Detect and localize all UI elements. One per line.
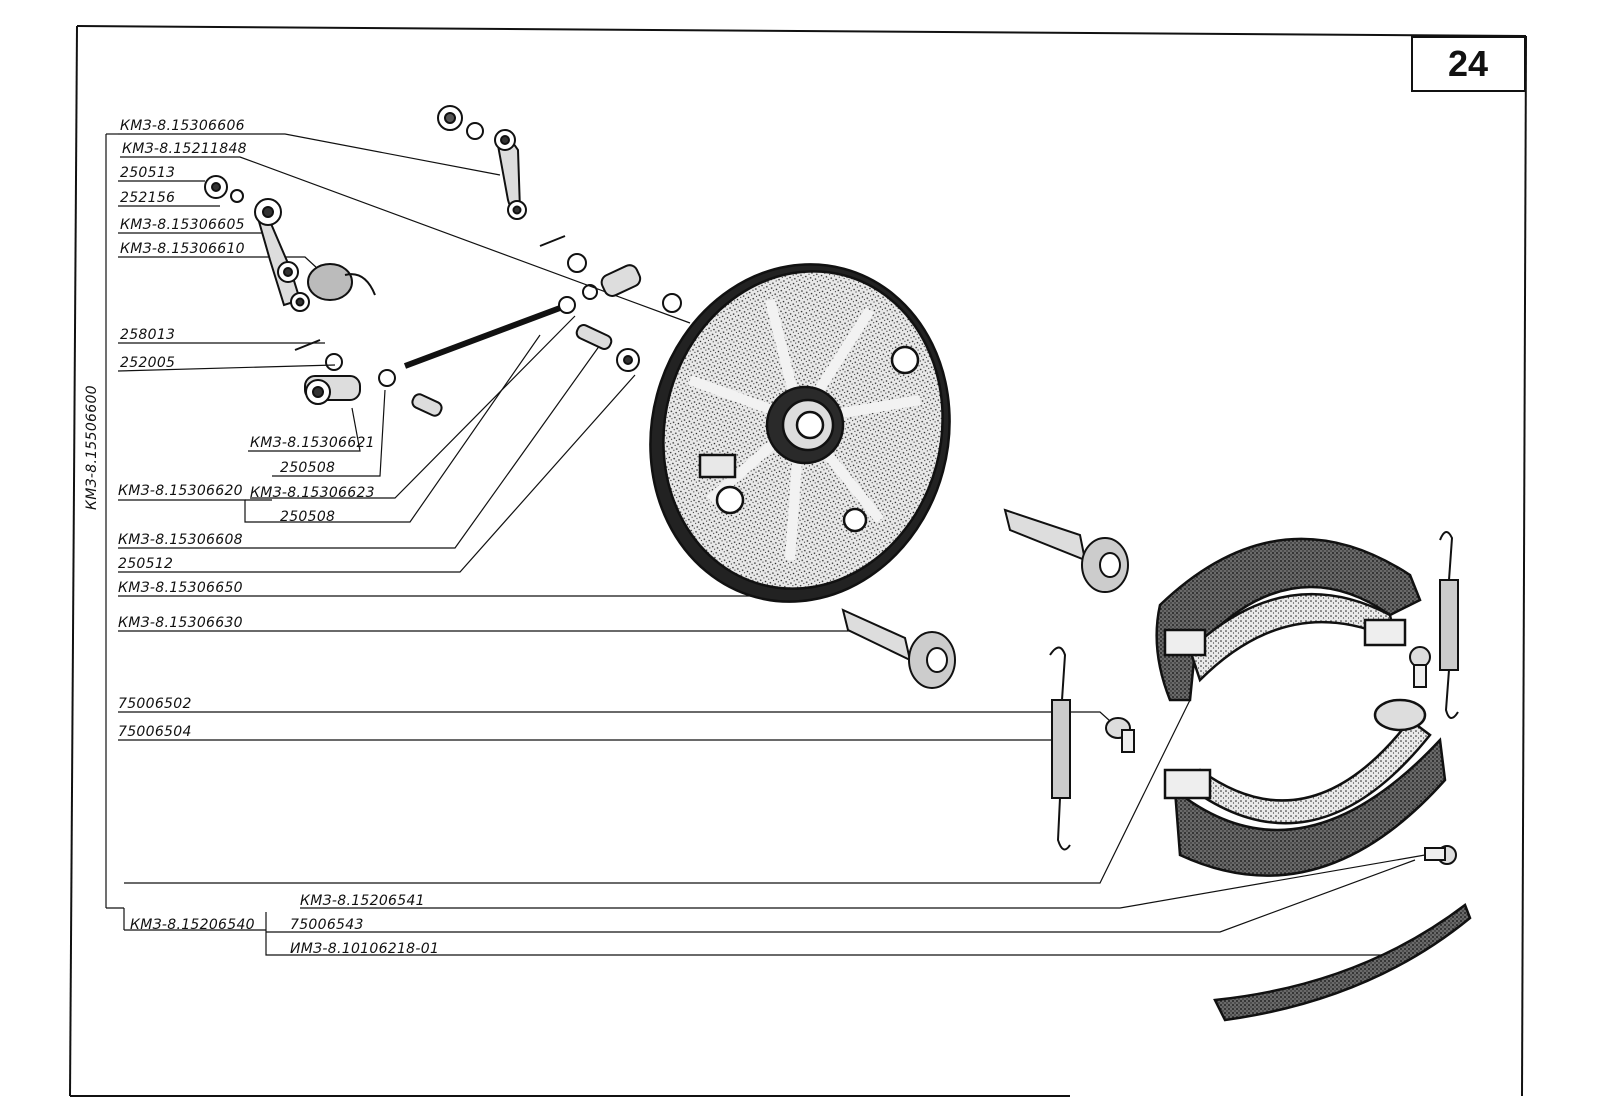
part-label: КМЗ-8.15206540 (130, 917, 255, 933)
part-label: 250508 (280, 460, 336, 476)
page-frame (69, 25, 1527, 1097)
axle-pins (841, 508, 1129, 689)
part-label: КМЗ-8.15306621 (250, 435, 375, 451)
backing-plate (649, 263, 951, 603)
assembly-label: КМЗ-8.15506600 (84, 385, 100, 510)
part-label: КМЗ-8.15306623 (250, 485, 375, 501)
page-number: 24 (1447, 43, 1489, 84)
part-label: КМЗ-8.15306605 (120, 217, 245, 233)
part-label: 75006543 (290, 917, 364, 933)
part-label: ИМЗ-8.10106218-01 (290, 941, 440, 957)
part-label: 250512 (118, 556, 174, 572)
part-label: КМЗ-8.15306620 (118, 483, 243, 499)
part-label: КМЗ-8.15206541 (300, 893, 425, 909)
part-label: 252005 (120, 355, 176, 371)
part-label: КМЗ-8.15306608 (118, 532, 243, 548)
part-label: 258013 (120, 327, 176, 343)
part-label: 75006504 (118, 724, 192, 740)
part-label: 250508 (280, 509, 336, 525)
part-label: КМЗ-8.15211848 (122, 141, 247, 157)
part-label: 252156 (120, 190, 176, 206)
part-label: КМЗ-8.15306606 (120, 118, 245, 134)
part-label: КМЗ-8.15306610 (120, 241, 245, 257)
small-parts (204, 105, 682, 417)
springs (1049, 531, 1459, 865)
part-label: КМЗ-8.15306630 (118, 615, 243, 631)
part-label: 250513 (120, 165, 176, 181)
part-label: КМЗ-8.15306650 (118, 580, 243, 596)
brake-shoes (1155, 537, 1472, 1022)
part-label: 75006502 (118, 696, 192, 712)
